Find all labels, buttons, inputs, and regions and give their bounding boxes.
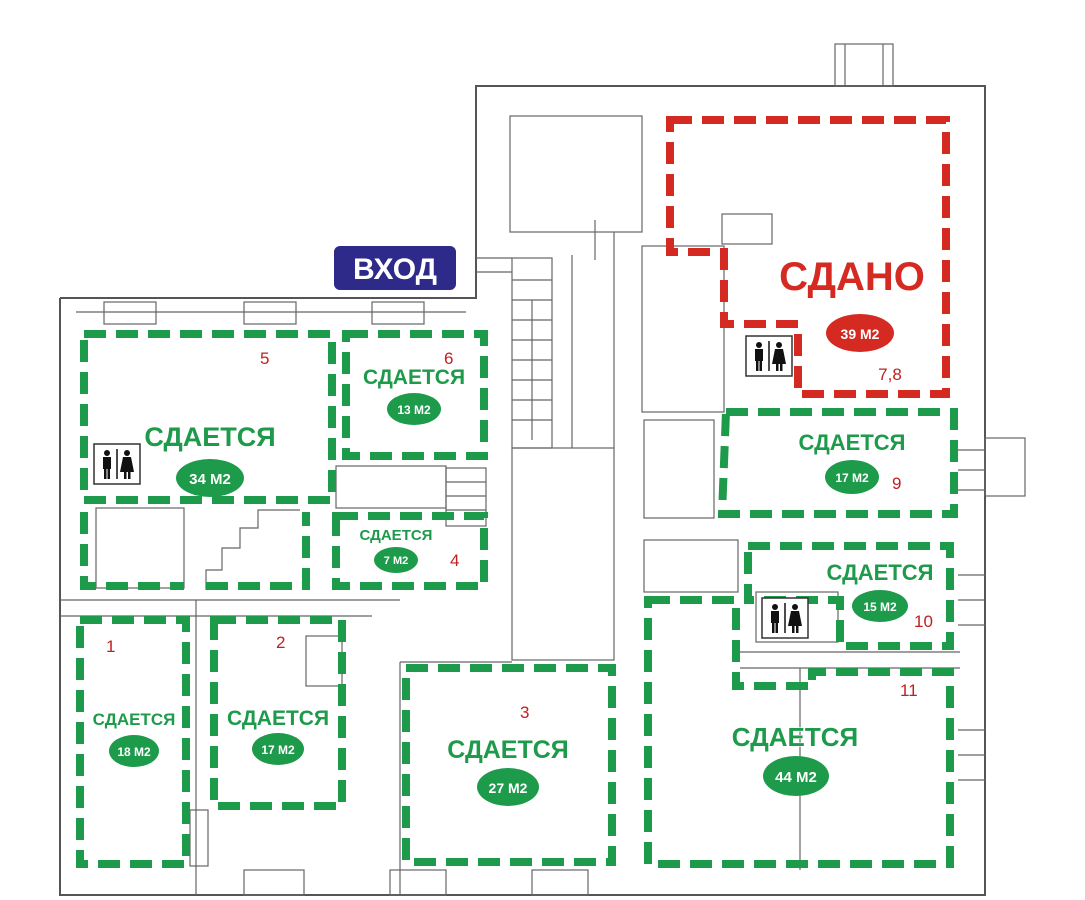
room-number: 3 [520,703,529,722]
rented-room: СДАНО 39 М2 7,8 [779,255,925,384]
room-6: 6 СДАЕТСЯ 13 М2 [362,349,466,425]
room-number: 6 [444,349,453,368]
room-area: 27 М2 [489,780,528,796]
room-number: 9 [892,474,901,493]
room-status: СДАЕТСЯ [799,430,906,455]
room-area: 13 М2 [397,403,431,417]
room-area: 17 М2 [261,743,295,757]
room-area: 44 М2 [775,769,817,786]
restroom-icon [93,443,141,485]
room-4: 4 СДАЕТСЯ 7 М2 [359,526,459,573]
restroom-icon [745,335,793,377]
room-3: 3 СДАЕТСЯ 27 М2 [447,703,569,806]
room-number: 2 [276,633,285,652]
room-number: 1 [106,637,115,656]
rented-area: 39 М2 [841,326,880,342]
room-number: 5 [260,349,269,368]
room-1: 1 СДАЕТСЯ 18 М2 [92,637,176,767]
room-area: 17 М2 [835,471,869,485]
rented-label: СДАНО [779,255,925,299]
restroom-icon [761,597,809,639]
room-status: СДАЕТСЯ [227,707,329,730]
room-status: СДАЕТСЯ [732,722,858,752]
room-2: 2 СДАЕТСЯ 17 М2 [226,633,330,765]
room-10: 10 СДАЕТСЯ 15 М2 [826,559,934,631]
building-walls [59,43,1026,896]
available-rooms [76,330,958,868]
room-status: СДАЕТСЯ [144,422,275,452]
room-area: 15 М2 [863,600,897,614]
room-9: 9 СДАЕТСЯ 17 М2 [798,429,906,494]
room-status: СДАЕТСЯ [93,710,176,729]
room-status: СДАЕТСЯ [363,366,465,389]
room-number: 4 [450,551,459,570]
room-status: СДАЕТСЯ [447,736,569,764]
room-5: 5 СДАЕТСЯ 34 М2 [144,349,276,497]
room-area: 7 М2 [384,555,408,567]
room-status: СДАЕТСЯ [827,560,934,585]
room-number: 10 [914,612,933,631]
entrance-sign: ВХОД [334,246,456,290]
rented-room-numbers: 7,8 [878,365,902,384]
room-number: 11 [900,681,918,700]
room-area: 34 М2 [189,471,231,488]
room-11: 11 СДАЕТСЯ 44 М2 [731,681,918,796]
rented-area-outline [666,116,950,398]
entrance-label: ВХОД [353,253,437,286]
room-area: 18 М2 [117,745,151,759]
room-status: СДАЕТСЯ [360,527,433,544]
